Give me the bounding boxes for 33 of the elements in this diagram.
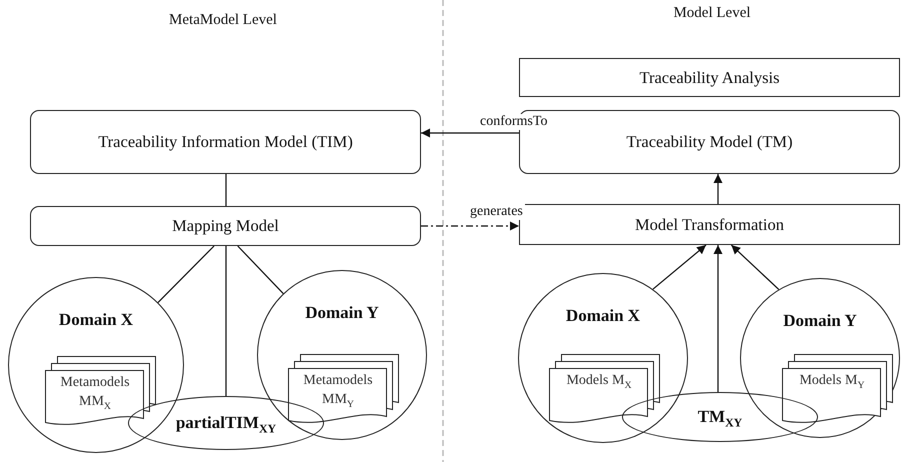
domain-circle [518,273,688,443]
ellipse-label: TM$_{XY}$ [698,407,742,431]
process-box [30,206,421,246]
box-label: Traceability Analysis [638,68,781,88]
process-box [30,110,421,174]
domain-title: Domain Y [782,311,858,331]
overlap-ellipse [622,392,818,442]
domain-title: Domain X [564,306,642,326]
edge-label: conformsTo [478,114,550,130]
document-label: Metamodels MM$_{Y}$ [302,372,374,411]
ellipse-label: partialTIM$_{XY}$ [176,413,276,437]
section-heading: Model Level [673,5,751,22]
document-label: Metamodels MM$_{X}$ [59,374,131,413]
connector-arrow [652,244,706,290]
document-label: Models M$_{X}$ [565,372,633,392]
box-label: Mapping Model [171,215,280,237]
connector-arrow [714,174,722,204]
connector-arrow [730,244,780,290]
connector-arrow [421,222,519,230]
domain-circle [740,278,900,438]
box-label: Traceability Information Model (TIM) [97,131,354,153]
box-label: Model Transformation [634,214,785,234]
connector-arrow [714,245,722,392]
box-label: Traceability Model (TM) [625,131,794,153]
connector-arrow [421,128,519,138]
overlap-ellipse [128,396,324,450]
domain-title: Domain Y [304,303,380,323]
domain-title: Domain X [58,310,134,330]
document-label: Models M$_{Y}$ [798,372,866,392]
process-box [519,58,900,97]
domain-circle [257,270,427,440]
edge-label: generates [468,204,525,220]
section-heading: MetaModel Level [169,12,277,29]
